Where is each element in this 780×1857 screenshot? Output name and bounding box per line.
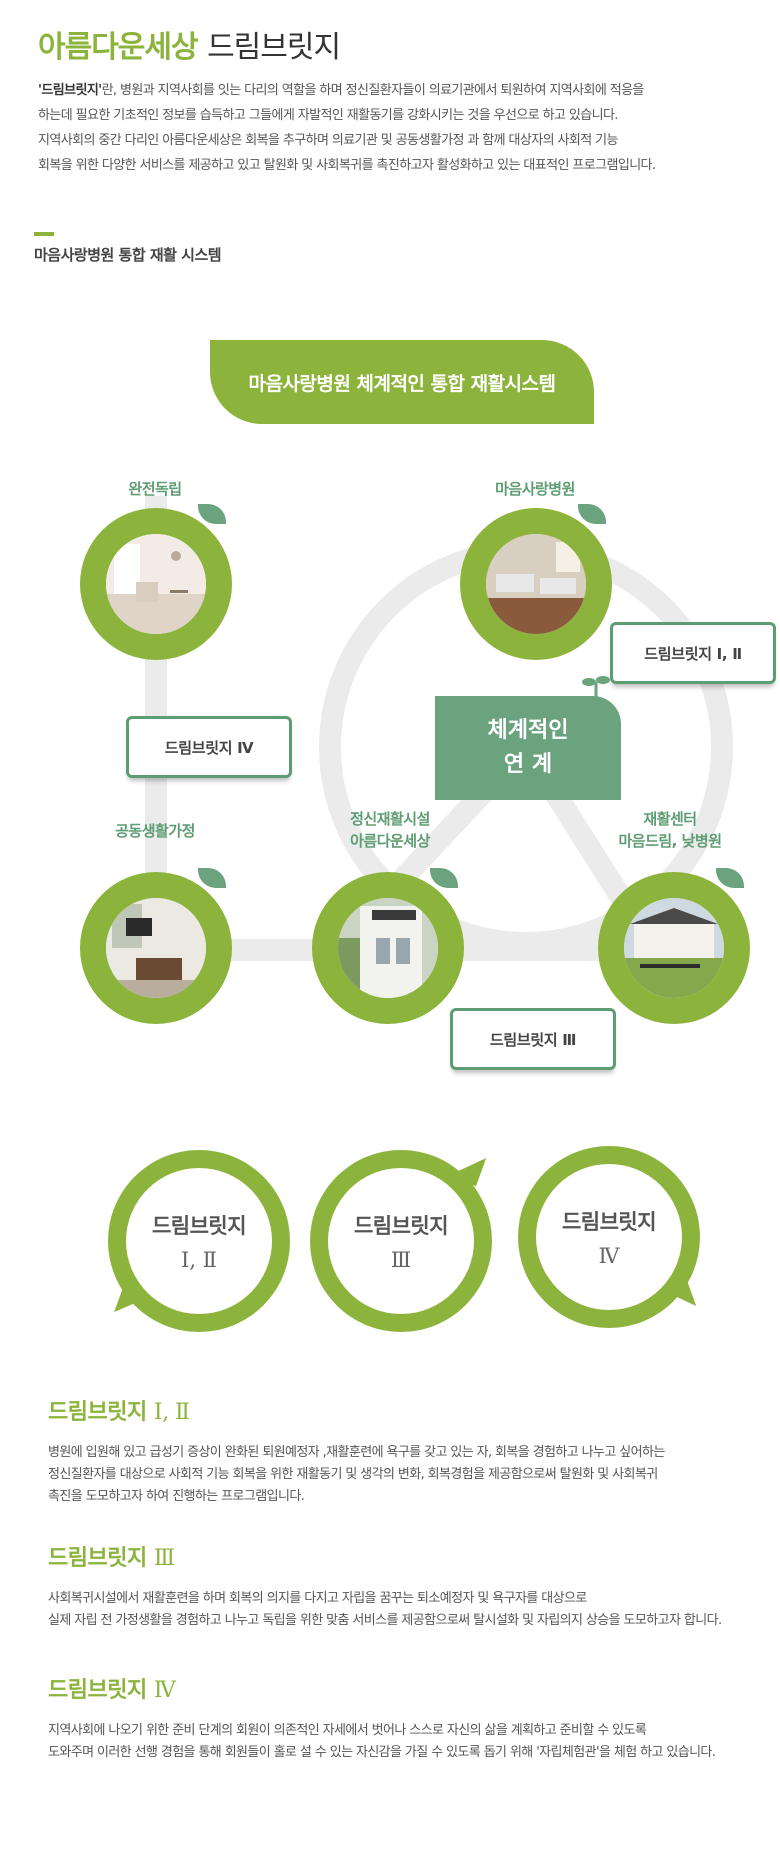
bubble-dreambridge-1-2: 드림브릿지 Ⅰ, Ⅱ [108, 1150, 290, 1332]
program-desc-line: 사회복귀시설에서 재활훈련을 하며 회복의 의지를 다지고 자립을 꿈꾸는 퇴소… [48, 1591, 587, 1606]
bubble-inner: 드림브릿지 Ⅰ, Ⅱ [126, 1168, 272, 1314]
center-connection-box: 체계적인 연 계 [435, 696, 621, 800]
node-independence [80, 504, 232, 660]
living-room-image [106, 898, 206, 998]
node-label-independence: 완전독립 [128, 480, 182, 498]
node-label-rehab-center: 재활센터 마음드림, 낮병원 [600, 808, 740, 852]
rehab-line1: 재활센터 [643, 810, 697, 828]
node-hospital [460, 504, 612, 660]
program-dreambridge-3: 드림브릿지 Ⅲ 사회복귀시설에서 재활훈련을 하며 회복의 의지를 다지고 자립… [48, 1540, 768, 1632]
leaf-icon [198, 868, 226, 888]
program-desc-line: 촉진을 도모하고자 하여 진행하는 프로그램입니다. [48, 1489, 305, 1504]
tag-dreambridge-3: 드림브릿지 Ⅲ [450, 1008, 616, 1070]
intro-line: '드림브릿지'란, 병원과 지역사회를 잇는 다리의 역할을 하며 정신질환자들… [38, 78, 758, 103]
bubble-title: 드림브릿지 [353, 1214, 449, 1238]
bubble-inner: 드림브릿지 Ⅳ [536, 1164, 682, 1310]
bubble-tail [447, 1147, 487, 1187]
bubble-dreambridge-3: 드림브릿지 Ⅲ [310, 1147, 492, 1332]
center-line1: 체계적인 [487, 718, 569, 743]
leaf-icon [578, 504, 606, 524]
title-dark: 드림브릿지 [207, 30, 341, 65]
program-title-num: Ⅳ [153, 1678, 176, 1703]
room-image [106, 534, 206, 634]
program-dreambridge-1-2: 드림브릿지 Ⅰ, Ⅱ 병원에 입원해 있고 급성기 증상이 완화된 퇴원예정자 … [48, 1394, 768, 1508]
leaf-icon [198, 504, 226, 524]
program-desc: 지역사회에 나오기 위한 준비 단계의 회원이 의존적인 자세에서 벗어나 스스… [48, 1720, 768, 1764]
bubble-inner: 드림브릿지 Ⅲ [328, 1168, 474, 1314]
ward-image [486, 534, 586, 634]
rehab-system-diagram: 마음사랑병원 체계적인 통합 재활시스템 완전독립 마음사랑병원 [0, 300, 780, 1100]
program-desc-line: 지역사회에 나오기 위한 준비 단계의 회원이 의존적인 자세에서 벗어나 스스… [48, 1723, 647, 1738]
bubble-dreambridge-4: 드림브릿지 Ⅳ [518, 1146, 700, 1328]
program-title-num: Ⅲ [153, 1546, 175, 1571]
program-desc: 사회복귀시설에서 재활훈련을 하며 회복의 의지를 다지고 자립을 꿈꾸는 퇴소… [48, 1588, 768, 1632]
bubble-sub: Ⅰ, Ⅱ [181, 1248, 217, 1272]
program-title-text: 드림브릿지 [48, 1546, 147, 1571]
program-desc-line: 도와주며 이러한 선행 경험을 통해 회원들이 홀로 설 수 있는 자신감을 가… [48, 1745, 716, 1760]
title-green: 아름다운세상 [38, 30, 199, 65]
node-label-group-home: 공동생활가정 [115, 822, 195, 840]
leaf-icon [716, 868, 744, 888]
photo-rehab-center [624, 898, 724, 998]
system-banner: 마음사랑병원 체계적인 통합 재활시스템 [210, 340, 594, 424]
sprout-icon [582, 676, 610, 698]
program-title-num: Ⅰ, Ⅱ [153, 1400, 190, 1425]
intro-line: 하는데 필요한 기초적인 정보를 습득하고 그들에게 자발적인 재활동기를 강화… [38, 108, 618, 123]
program-desc: 병원에 입원해 있고 급성기 증상이 완화된 퇴원예정자 ,재활훈련에 욕구를 … [48, 1442, 768, 1508]
program-title: 드림브릿지 Ⅲ [48, 1540, 768, 1572]
program-dreambridge-4: 드림브릿지 Ⅳ 지역사회에 나오기 위한 준비 단계의 회원이 의존적인 자세에… [48, 1672, 768, 1764]
node-group-home [80, 868, 232, 1024]
tag-dreambridge-1-2: 드림브릿지 Ⅰ, Ⅱ [610, 622, 776, 684]
bubble-sub: Ⅲ [390, 1248, 412, 1272]
photo-facility-building [338, 898, 438, 998]
photo-group-home [106, 898, 206, 998]
intro-bold-term: '드림브릿지' [38, 83, 102, 98]
program-title: 드림브릿지 Ⅰ, Ⅱ [48, 1394, 768, 1426]
bubble-title: 드림브릿지 [151, 1214, 247, 1238]
facility-line1: 정신재활시설 [350, 810, 430, 828]
photo-independence-room [106, 534, 206, 634]
program-desc-line: 정신질환자를 대상으로 사회적 기능 회복을 위한 재활동기 및 생각의 변화,… [48, 1467, 658, 1482]
rehab-center-image [624, 898, 724, 998]
intro-text: '드림브릿지'란, 병원과 지역사회를 잇는 다리의 역할을 하며 정신질환자들… [38, 78, 758, 178]
program-desc-line: 실제 자립 전 가정생활을 경험하고 나누고 독립을 위한 맞춤 서비스를 제공… [48, 1613, 722, 1628]
program-title-text: 드림브릿지 [48, 1678, 147, 1703]
node-facility [312, 868, 464, 1024]
photo-hospital-room [486, 534, 586, 634]
section-accent-bar [34, 232, 54, 236]
tag-dreambridge-4: 드림브릿지 Ⅳ [126, 716, 292, 778]
bubble-sub: Ⅳ [598, 1244, 620, 1268]
rehab-line2: 마음드림, 낮병원 [618, 832, 722, 850]
bubble-title: 드림브릿지 [561, 1210, 657, 1234]
building-image [338, 898, 438, 998]
program-title-text: 드림브릿지 [48, 1400, 147, 1425]
center-line2: 연 계 [503, 752, 553, 777]
leaf-icon [430, 868, 458, 888]
node-rehab-center [598, 868, 750, 1024]
program-desc-line: 병원에 입원해 있고 급성기 증상이 완화된 퇴원예정자 ,재활훈련에 욕구를 … [48, 1445, 665, 1460]
node-label-hospital: 마음사랑병원 [495, 480, 575, 498]
facility-line2: 아름다운세상 [350, 832, 430, 850]
intro-line1: 란, 병원과 지역사회를 잇는 다리의 역할을 하며 정신질환자들이 의료기관에… [101, 83, 645, 98]
program-title: 드림브릿지 Ⅳ [48, 1672, 768, 1704]
intro-line: 회복을 위한 다양한 서비스를 제공하고 있고 탈원화 및 사회복귀를 촉진하고… [38, 158, 656, 173]
page-title: 아름다운세상 드림브릿지 [38, 22, 341, 66]
node-label-facility: 정신재활시설 아름다운세상 [320, 808, 460, 852]
intro-line: 지역사회의 중간 다리인 아름다운세상은 회복을 추구하며 의료기관 및 공동생… [38, 133, 618, 148]
section-title: 마음사랑병원 통합 재활 시스템 [34, 246, 222, 264]
